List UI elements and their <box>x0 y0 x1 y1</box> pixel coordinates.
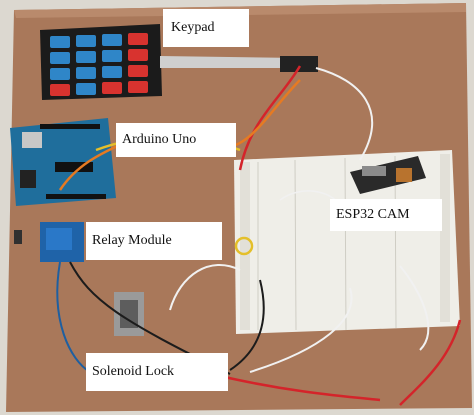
arduino-uno-label: Arduino Uno <box>116 123 236 157</box>
esp32-cam-label: ESP32 CAM <box>330 199 442 231</box>
wire-white <box>399 265 430 351</box>
wire-red <box>399 319 462 406</box>
arduino-usb-port <box>22 132 42 148</box>
breadboard-rail-left <box>240 162 250 330</box>
breadboard-divider <box>344 157 347 331</box>
wire-white <box>249 287 353 373</box>
breadboard <box>234 150 460 334</box>
arduino-chip <box>55 162 93 172</box>
esp32-shield <box>362 166 386 176</box>
wire-red <box>219 374 381 402</box>
solenoid-coil <box>120 300 138 328</box>
relay-terminal <box>14 230 22 244</box>
arduino-header-top <box>40 124 100 129</box>
keypad-key <box>102 34 122 46</box>
wire-yellow-loop <box>234 236 254 256</box>
keypad-connector <box>280 56 318 72</box>
esp32-camera <box>396 168 412 182</box>
arduino-power-jack <box>20 170 36 188</box>
keypad-key <box>50 36 70 48</box>
keypad-key <box>50 68 70 80</box>
keypad-key <box>76 83 96 95</box>
wire-white <box>315 67 373 161</box>
solenoid-lock-label: Solenoid Lock <box>86 353 228 391</box>
relay-cube <box>46 228 72 250</box>
keypad-key-grid <box>50 33 148 96</box>
relay-module-label: Relay Module <box>86 222 222 260</box>
wire-blue <box>56 261 91 373</box>
keypad-key <box>128 65 148 77</box>
keypad-key <box>128 81 148 93</box>
keypad-key <box>128 33 148 45</box>
wire-black <box>229 279 265 371</box>
arduino-board <box>10 118 116 206</box>
wire-red <box>238 65 302 171</box>
keypad-key <box>76 51 96 63</box>
keypad-key <box>50 52 70 64</box>
keypad-device <box>40 24 318 100</box>
keypad-key <box>102 50 122 62</box>
keypad-key <box>102 66 122 78</box>
esp32-pcb <box>350 156 426 194</box>
keypad-key <box>76 67 96 79</box>
keypad-key <box>50 84 70 96</box>
breadboard-body <box>234 150 460 334</box>
esp32-cam-module <box>350 156 426 194</box>
breadboard-rail-right <box>440 154 450 322</box>
keypad-ribbon-cable <box>160 56 300 68</box>
keypad-label: Keypad <box>163 9 249 47</box>
arduino-header-bottom <box>46 194 106 199</box>
wire-white <box>169 264 241 311</box>
relay-module <box>14 222 84 262</box>
keypad-key <box>128 49 148 61</box>
keypad-key <box>76 35 96 47</box>
breadboard-divider <box>294 159 297 331</box>
keypad-key <box>102 82 122 94</box>
